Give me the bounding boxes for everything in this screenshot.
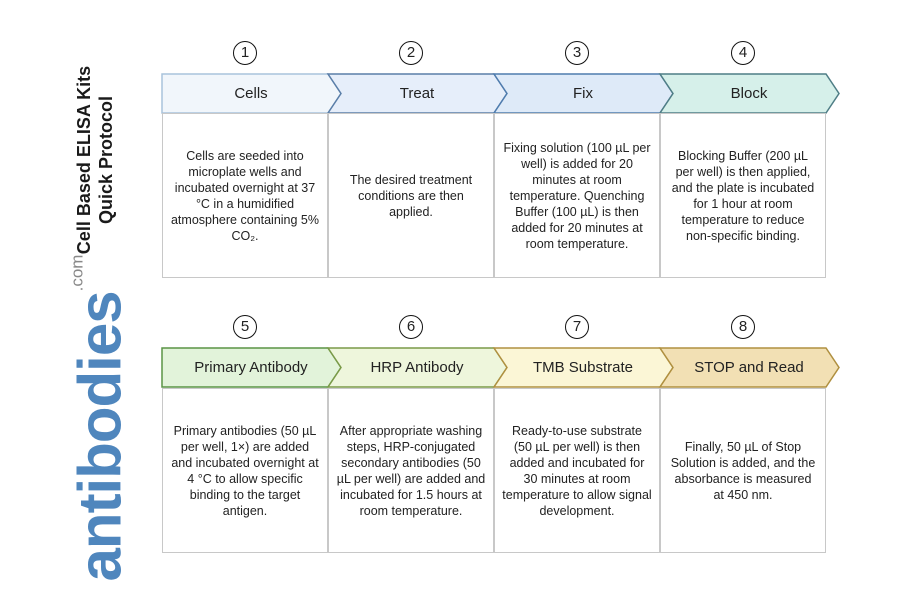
step-description-box: After appropriate washing steps, HRP-con… — [328, 388, 494, 553]
step-description: The desired treatment conditions are the… — [349, 172, 473, 219]
step-description: Primary antibodies (50 µL per well, 1×) … — [171, 423, 319, 518]
step-description: After appropriate washing steps, HRP-con… — [336, 423, 486, 518]
step-label: Cells — [234, 85, 268, 102]
step-number: 6 — [399, 315, 423, 339]
step-number: 7 — [565, 315, 589, 339]
step-label: Block — [730, 85, 768, 102]
step-number: 2 — [399, 41, 423, 65]
step-number: 4 — [731, 41, 755, 65]
step-description-box: Fixing solution (100 µL per well) is add… — [494, 113, 660, 278]
step-description: Blocking Buffer (200 µL per well) is the… — [671, 148, 815, 243]
step-description-box: Primary antibodies (50 µL per well, 1×) … — [162, 388, 328, 553]
step-description: Finally, 50 µL of Stop Solution is added… — [670, 439, 816, 502]
step-label: Fix — [573, 85, 593, 102]
step-label: STOP and Read — [694, 359, 804, 376]
step-number: 1 — [233, 41, 257, 65]
step-label: Primary Antibody — [194, 359, 308, 376]
step-number: 3 — [565, 41, 589, 65]
step-arrow-shape — [658, 347, 840, 388]
step-description-box: The desired treatment conditions are the… — [328, 113, 494, 278]
step-description: Cells are seeded into microplate wells a… — [170, 148, 319, 243]
step-arrow-shape — [658, 73, 840, 114]
step-description-box: Cells are seeded into microplate wells a… — [162, 113, 328, 278]
step-description-box: Finally, 50 µL of Stop Solution is added… — [660, 388, 826, 553]
step-description-box: Ready-to-use substrate (50 µL per well) … — [494, 388, 660, 553]
step-label: HRP Antibody — [370, 359, 464, 376]
step-number: 5 — [233, 315, 257, 339]
step-description: Ready-to-use substrate (50 µL per well) … — [502, 423, 652, 518]
step-label: Treat — [399, 85, 435, 102]
step-description: Fixing solution (100 µL per well) is add… — [503, 140, 651, 251]
step-label: TMB Substrate — [532, 359, 634, 376]
step-description-box: Blocking Buffer (200 µL per well) is the… — [660, 113, 826, 278]
step-number: 8 — [731, 315, 755, 339]
